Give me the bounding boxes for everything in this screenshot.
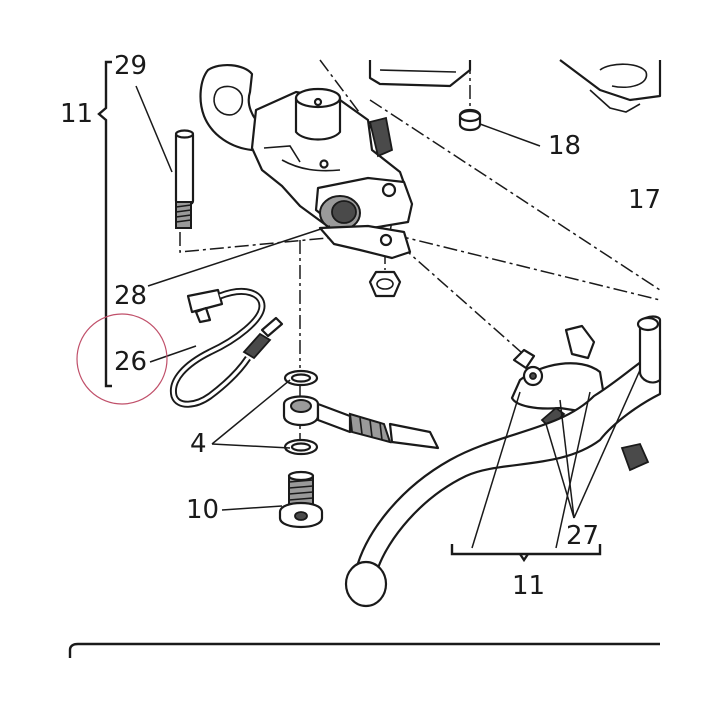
callout-29: 29 xyxy=(114,51,147,81)
nut xyxy=(368,270,402,298)
banjo-fitting xyxy=(282,369,440,456)
callout-10: 10 xyxy=(186,495,219,525)
banjo-bolt-10 xyxy=(278,470,324,528)
callout-17: 17 xyxy=(628,185,661,215)
highlight-circle-26 xyxy=(76,313,168,405)
brake-pump-body xyxy=(199,64,414,260)
leader-lines xyxy=(135,85,641,563)
callout-18: 18 xyxy=(548,131,581,161)
callout-11-lever: 11 xyxy=(512,571,545,601)
washer-18 xyxy=(458,108,482,132)
bottom-panel-edge xyxy=(68,642,660,658)
reservoir-bracket-top xyxy=(368,60,472,88)
group-bracket-11 xyxy=(97,60,112,388)
callout-28: 28 xyxy=(114,281,147,311)
callout-4: 4 xyxy=(190,429,207,459)
callout-11-group: 11 xyxy=(60,99,93,129)
brake-lever xyxy=(344,315,662,608)
callout-26: 26 xyxy=(114,347,147,377)
callout-labels: 29 11 18 17 28 26 4 10 27 11 xyxy=(60,51,661,601)
callout-27: 27 xyxy=(566,521,599,551)
cover-top-right xyxy=(559,59,662,113)
stop-switch-cable-26 xyxy=(169,288,284,408)
bolt-29 xyxy=(174,129,195,229)
